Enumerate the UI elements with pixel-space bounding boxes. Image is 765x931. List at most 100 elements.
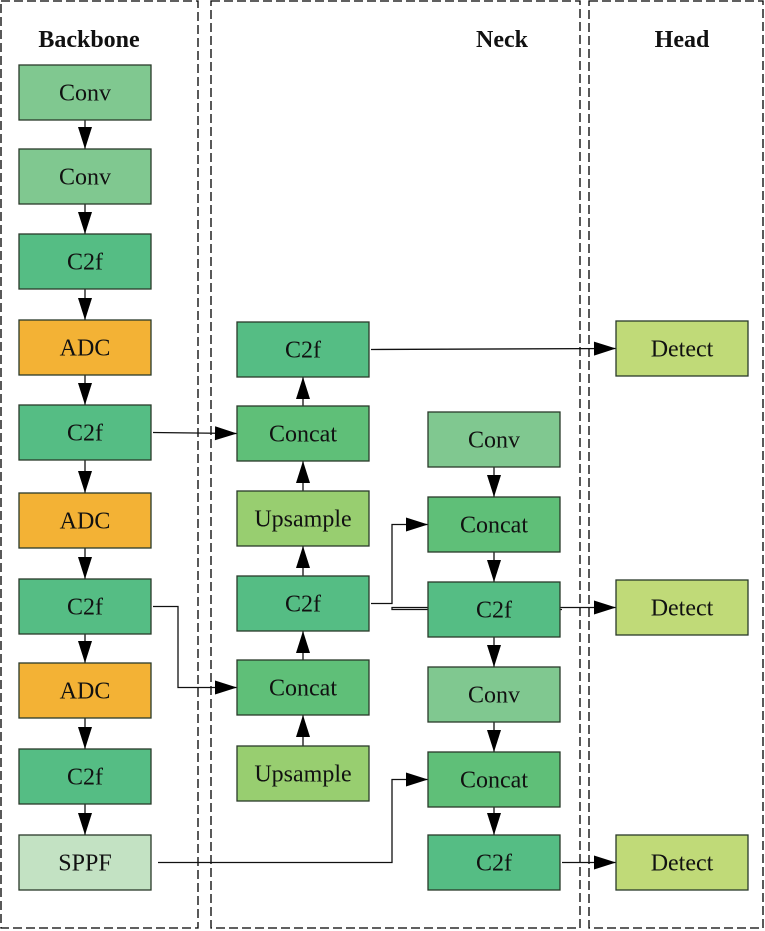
concat-box (236, 405, 370, 462)
c2f-label: C2f (285, 338, 321, 364)
upsample-label: Upsample (254, 507, 351, 533)
arrowhead-icon (78, 212, 92, 234)
head-section (588, 0, 764, 929)
neck-node-conv: Conv (427, 666, 561, 723)
arrowhead-icon (296, 631, 310, 653)
arrowhead-icon (78, 641, 92, 663)
arrowhead-icon (78, 471, 92, 493)
edge-b7-n5 (153, 605, 237, 689)
adc-box (18, 319, 152, 376)
edge-n1-h1 (370, 347, 617, 351)
arrowhead-icon (406, 772, 428, 787)
detect-label: Detect (651, 596, 714, 622)
edge-n4-r2 (371, 523, 428, 605)
backbone-node-adc: ADC (18, 319, 152, 376)
neck-node-c2f: C2f (236, 575, 370, 632)
backbone-title: Backbone (38, 27, 140, 53)
detect-label: Detect (651, 337, 714, 363)
nodes: ConvConvC2fADCC2fADCC2fADCC2fSPPFC2fConc… (18, 64, 749, 891)
concat-box (427, 496, 561, 553)
arrowhead-icon (594, 855, 616, 870)
detect-box (615, 834, 749, 891)
c2f-box (236, 575, 370, 632)
conv-box (427, 666, 561, 723)
c2f-label: C2f (476, 851, 512, 877)
head-node-detect: Detect (615, 834, 749, 891)
upsample-box (236, 745, 370, 802)
arrowhead-icon (593, 341, 616, 356)
conv-box (18, 64, 152, 121)
neck-node-concat: Concat (236, 659, 370, 716)
c2f-label: C2f (67, 421, 103, 447)
neck-node-upsample: Upsample (236, 745, 370, 802)
arrowhead-icon (594, 600, 616, 615)
arrowhead-icon (487, 730, 501, 752)
backbone-node-conv: Conv (18, 64, 152, 121)
c2f-box (236, 321, 370, 378)
c2f-box (427, 834, 561, 891)
backbone-node-c2f: C2f (18, 748, 152, 805)
arrowhead-icon (296, 377, 310, 399)
detect-box (615, 579, 749, 636)
concat-box (427, 751, 561, 808)
head-title: Head (655, 27, 710, 53)
concat-label: Concat (269, 676, 337, 702)
c2f-label: C2f (67, 250, 103, 276)
c2f-box (18, 233, 152, 290)
arrowhead-icon (296, 461, 310, 483)
backbone-section (0, 0, 199, 929)
conv-label: Conv (468, 683, 520, 709)
conv-label: Conv (468, 428, 520, 454)
neck-section (210, 0, 581, 929)
arrowhead-icon (78, 557, 92, 579)
arrowhead-icon (78, 298, 92, 320)
concat-box (236, 659, 370, 716)
neck-node-c2f: C2f (236, 321, 370, 378)
backbone-node-conv: Conv (18, 148, 152, 205)
c2f-label: C2f (476, 598, 512, 624)
neck-title: Neck (476, 27, 529, 53)
arrowhead-icon (487, 560, 501, 582)
arrowhead-icon (215, 680, 237, 695)
backbone-node-adc: ADC (18, 662, 152, 719)
c2f-box (427, 581, 561, 638)
arrowhead-icon (406, 517, 428, 532)
arrowhead-icon (78, 727, 92, 749)
head-node-detect: Detect (615, 579, 749, 636)
concat-label: Concat (460, 768, 528, 794)
detect-box (615, 320, 749, 377)
backbone-node-sppf: SPPF (18, 834, 152, 891)
conv-label: Conv (59, 165, 111, 191)
neck-node-c2f: C2f (427, 581, 561, 638)
adc-label: ADC (60, 679, 111, 705)
head-node-detect: Detect (615, 320, 749, 377)
backbone-node-adc: ADC (18, 492, 152, 549)
adc-box (18, 492, 152, 549)
adc-box (18, 662, 152, 719)
sppf-box (18, 834, 152, 891)
neck-node-concat: Concat (236, 405, 370, 462)
arrowhead-icon (78, 383, 92, 405)
arrowhead-icon (214, 426, 237, 441)
backbone-node-c2f: C2f (18, 233, 152, 290)
backbone-node-c2f: C2f (18, 404, 152, 461)
arrowhead-icon (78, 813, 92, 835)
neck-node-concat: Concat (427, 496, 561, 553)
concat-label: Concat (269, 422, 337, 448)
neck-node-conv: Conv (427, 411, 561, 468)
c2f-label: C2f (67, 765, 103, 791)
conv-label: Conv (59, 81, 111, 107)
c2f-box (18, 404, 152, 461)
arrowhead-icon (296, 715, 310, 737)
adc-label: ADC (60, 336, 111, 362)
upsample-box (236, 490, 370, 547)
arrowhead-icon (487, 645, 501, 667)
c2f-label: C2f (67, 595, 103, 621)
sppf-label: SPPF (58, 851, 111, 877)
c2f-box (18, 578, 152, 635)
conv-box (427, 411, 561, 468)
concat-label: Concat (460, 513, 528, 539)
arrowhead-icon (296, 546, 310, 568)
neck-node-c2f: C2f (427, 834, 561, 891)
